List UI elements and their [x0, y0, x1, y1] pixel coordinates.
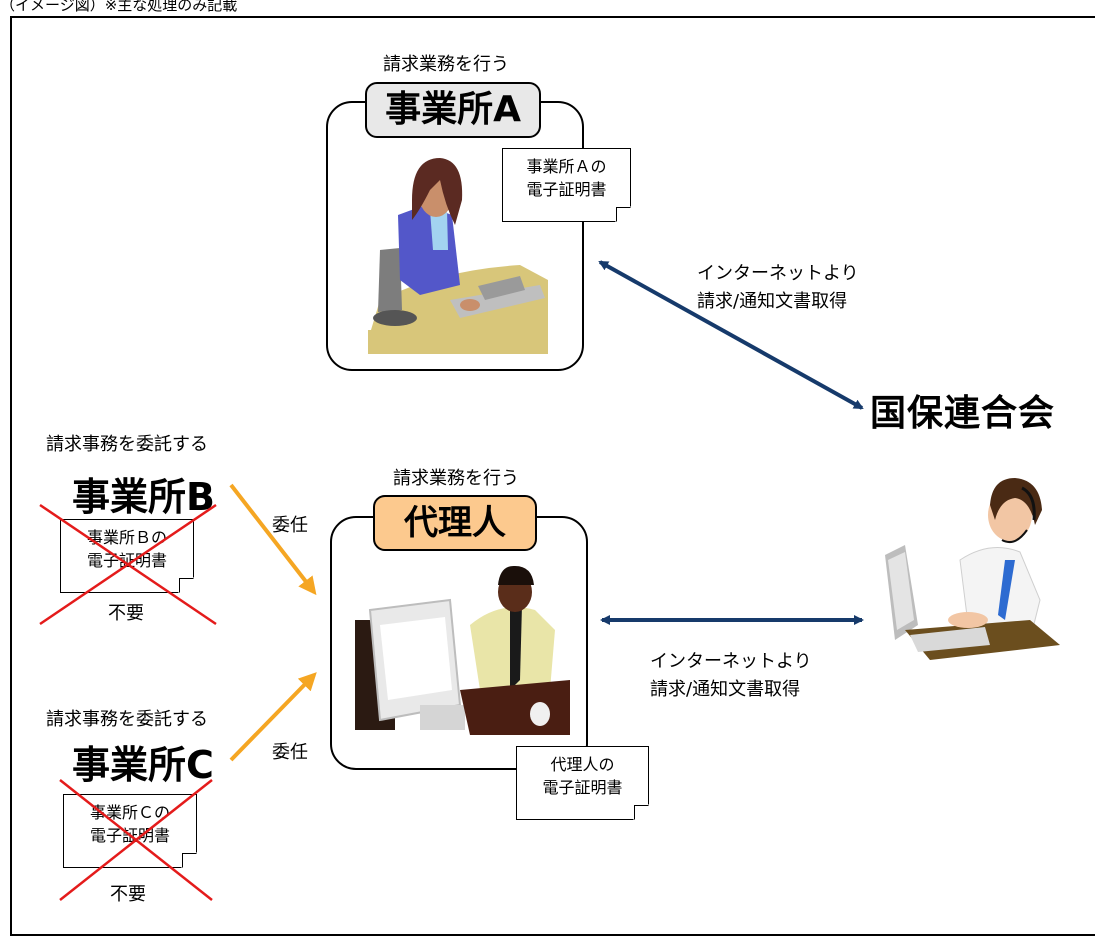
office-c-cert-line1: 事業所Ｃの: [89, 803, 170, 822]
office-c-not-needed-label: 不要: [110, 884, 146, 905]
office-b-certificate: 事業所Ｂの 電子証明書: [60, 519, 195, 594]
office-c-certificate: 事業所Ｃの 電子証明書: [63, 794, 198, 869]
link-agent-line2: 請求/通知文書取得: [650, 679, 801, 700]
office-c-role-label: 請求事務を委託する: [46, 709, 208, 730]
office-b-title: 事業所B: [72, 475, 215, 519]
agent-cert-line1: 代理人の: [550, 755, 615, 774]
agent-role-label: 請求業務を行う: [393, 468, 519, 489]
office-b-cert-line1: 事業所Ｂの: [86, 528, 167, 547]
office-b-cross-mark: [39, 503, 217, 626]
office-c-delegate-arrow: [229, 672, 317, 762]
kokuho-operator-illustration: [885, 478, 1060, 660]
office-c-title: 事業所C: [72, 743, 214, 787]
agent-cert-line2: 電子証明書: [542, 778, 623, 797]
agent-worker-illustration: [355, 565, 570, 735]
office-b-cert-line2: 電子証明書: [86, 551, 167, 570]
link-a-arrow: [598, 260, 864, 410]
agent-title: 代理人: [373, 495, 537, 551]
agent-certificate: 代理人の 電子証明書: [516, 746, 650, 821]
diagram-caption: （イメージ図）※主な処理のみ記載: [0, 0, 238, 14]
office-a-role-label: 請求業務を行う: [383, 54, 509, 75]
office-a-cert-line2: 電子証明書: [526, 180, 607, 199]
office-b-delegate-label: 委任: [272, 515, 308, 536]
office-b-role-label: 請求事務を委託する: [46, 434, 208, 455]
office-b-not-needed-label: 不要: [108, 603, 144, 624]
office-c-cross-mark: [59, 779, 213, 901]
office-b-delegate-arrow: [229, 483, 317, 596]
link-agent-label: インターネットより 請求/通知文書取得: [650, 648, 812, 704]
link-agent-line1: インターネットより: [650, 651, 812, 672]
office-a-cert-line1: 事業所Ａの: [526, 157, 607, 176]
office-a-title: 事業所A: [365, 82, 541, 138]
office-c-delegate-label: 委任: [272, 742, 308, 763]
office-a-certificate: 事業所Ａの 電子証明書: [502, 148, 632, 223]
kokuho-label: 国保連合会: [870, 393, 1056, 434]
office-a-worker-illustration: [368, 158, 548, 354]
